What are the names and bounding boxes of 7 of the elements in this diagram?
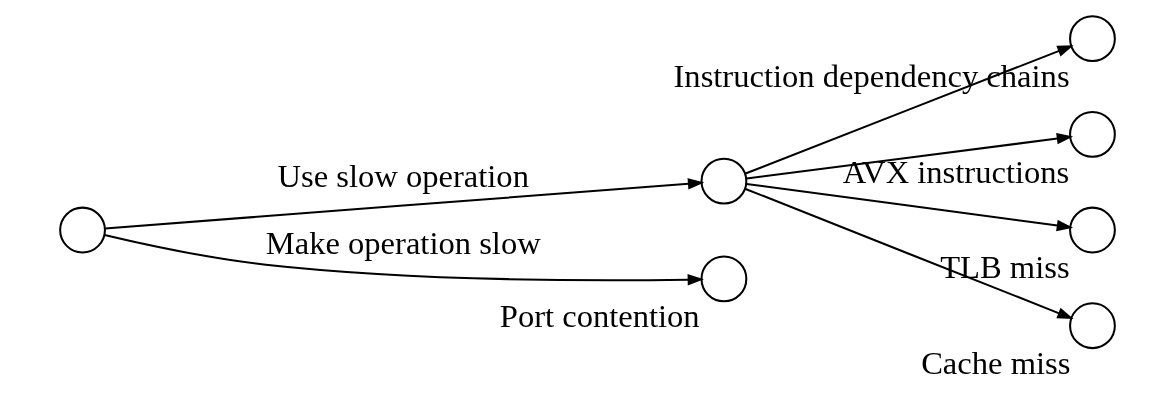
node-label: Cache miss <box>921 345 1071 382</box>
node-label: AVX instructions <box>842 153 1070 190</box>
edge-label: Make operation slow <box>265 225 541 262</box>
node-label: Instruction dependency chains <box>673 58 1070 95</box>
node-label: Port contention <box>499 298 700 335</box>
node-label: TLB miss <box>940 249 1070 286</box>
edge-label: Use slow operation <box>277 157 529 194</box>
